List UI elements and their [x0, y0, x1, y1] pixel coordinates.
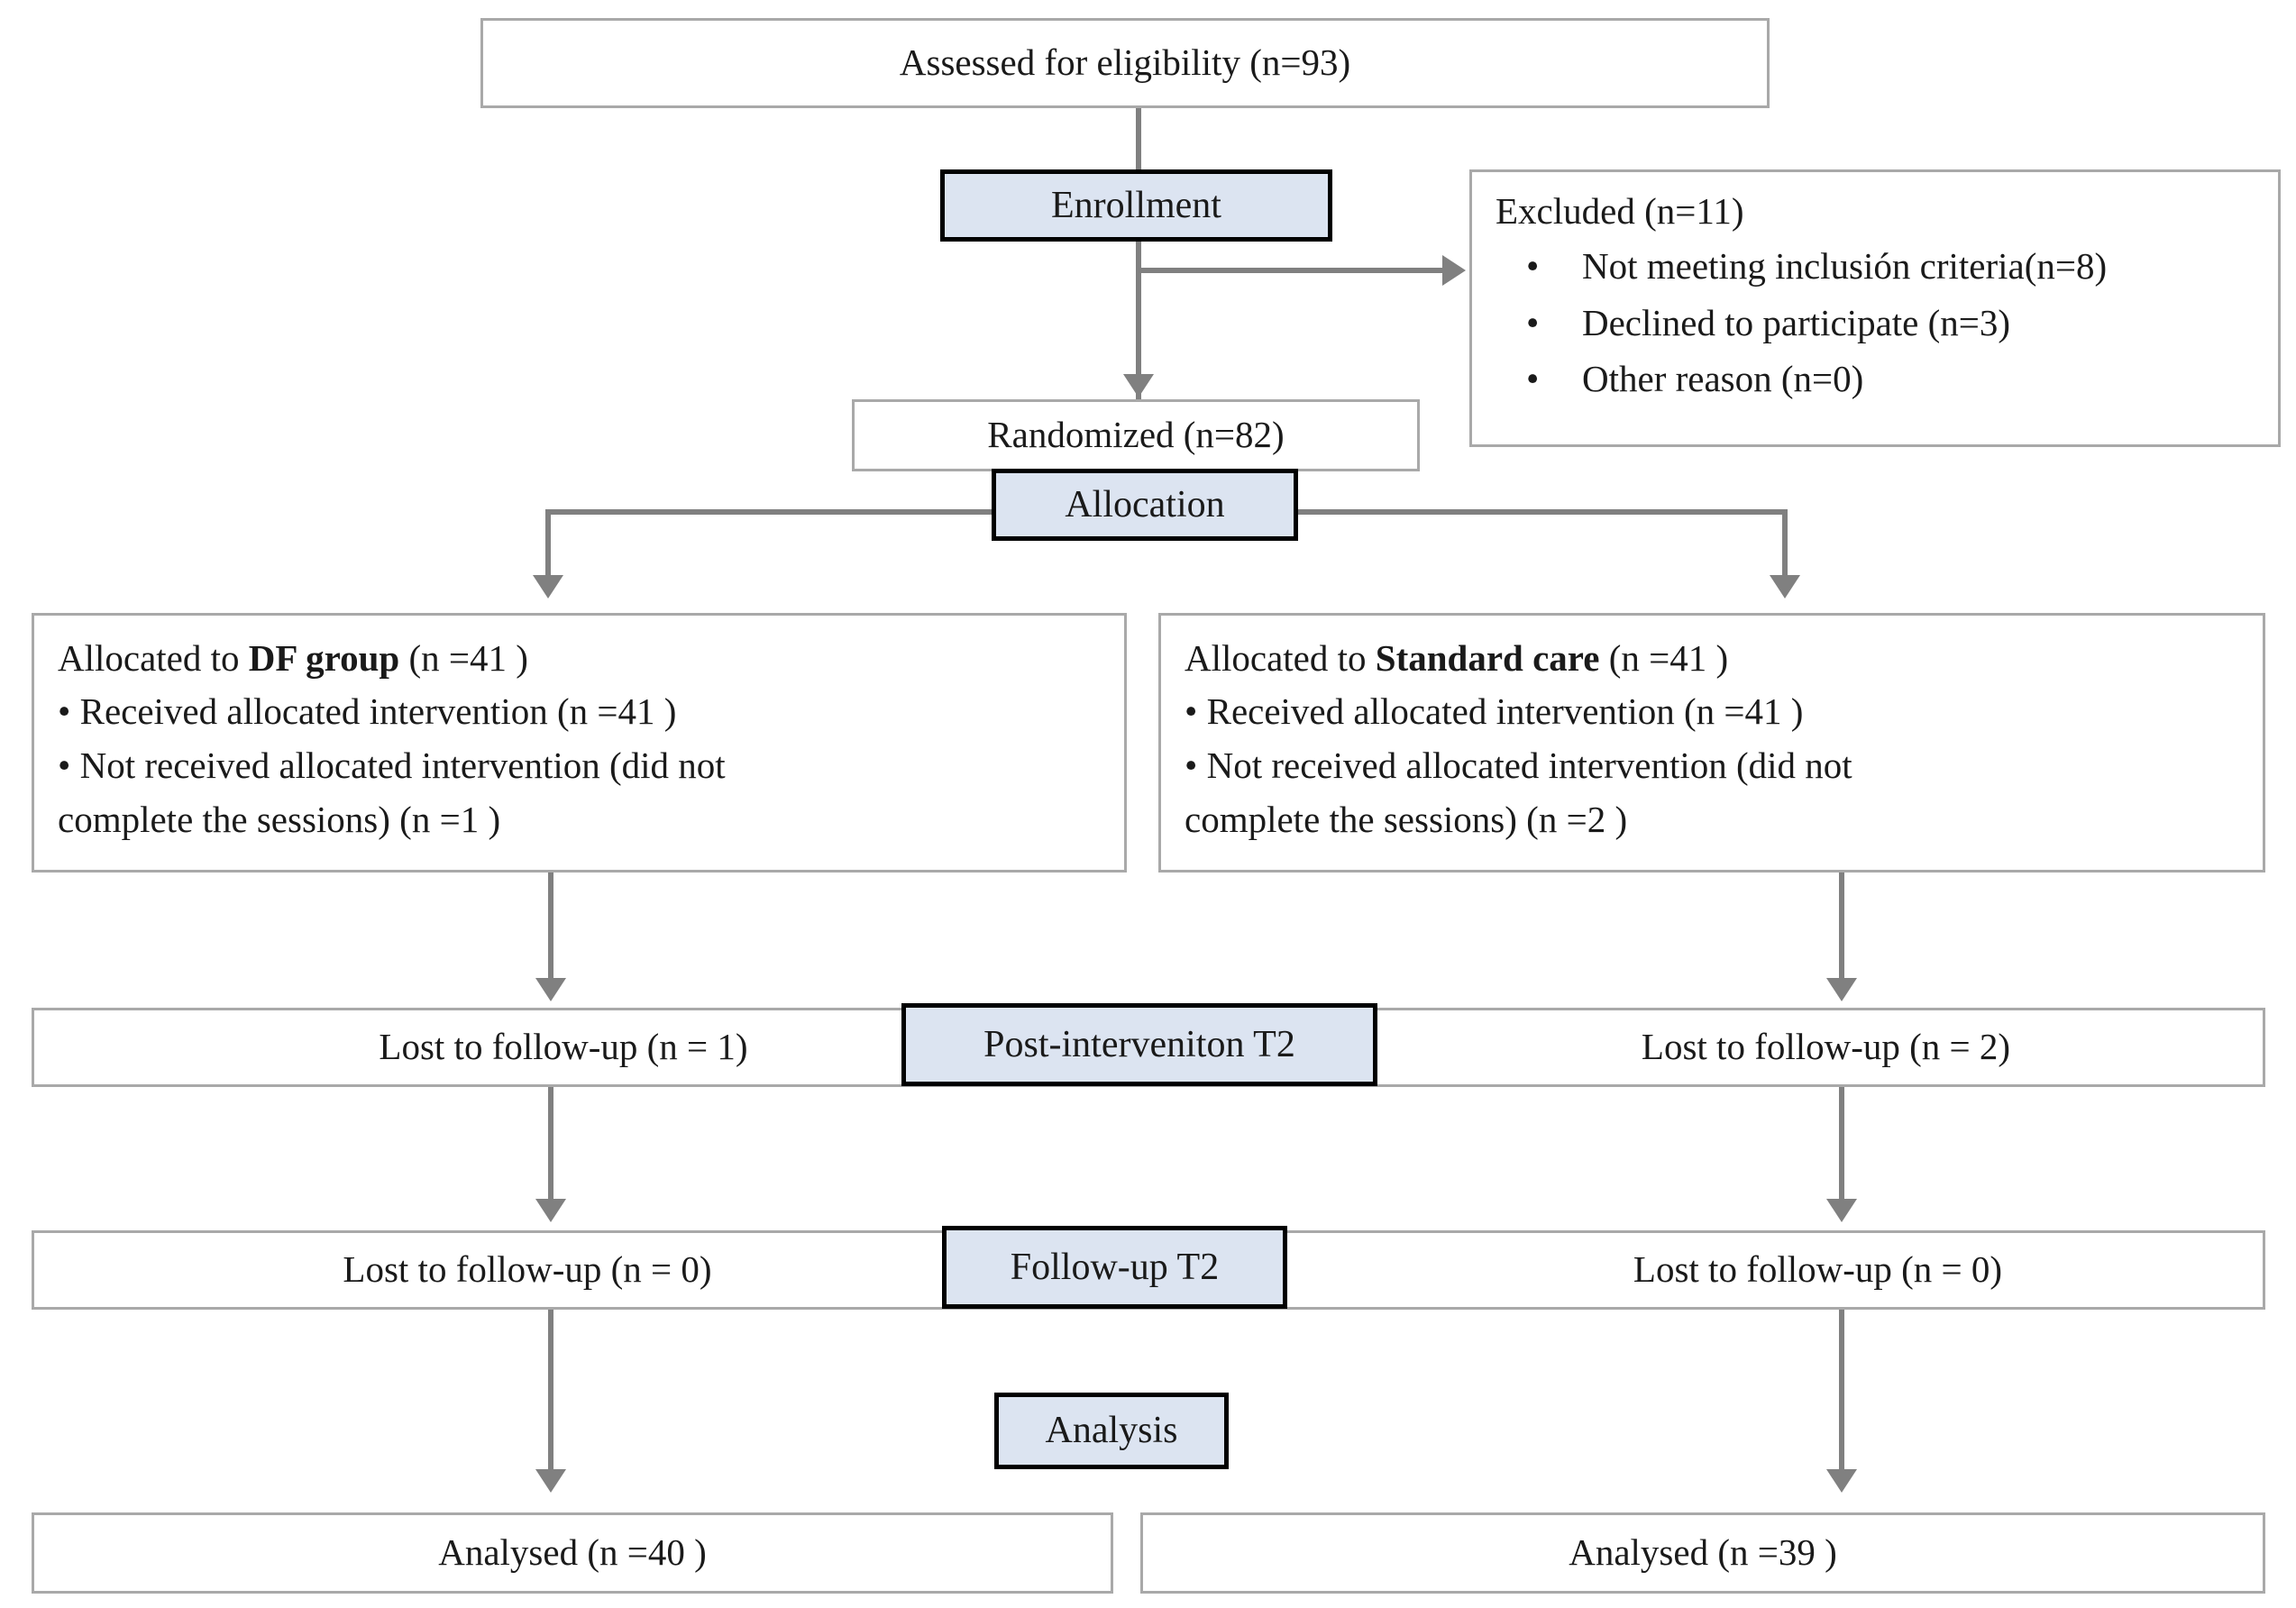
randomized-label: Randomized (n=82) — [987, 414, 1285, 456]
node-follow-lost-left: Lost to follow-up (n = 0) — [32, 1230, 1023, 1310]
alloc-right-lead: Allocated to Standard care (n =41 ) — [1185, 632, 2239, 685]
follow-right-label: Lost to follow-up (n = 0) — [1633, 1248, 2003, 1291]
stage-follow-up: Follow-up T2 — [942, 1226, 1287, 1309]
stage-analysis: Analysis — [994, 1393, 1229, 1469]
node-allocated-standard-care: Allocated to Standard care (n =41 ) • Re… — [1158, 613, 2265, 873]
arrowhead-to-randomized — [1123, 374, 1154, 397]
stage-allocation: Allocation — [992, 469, 1298, 541]
arrowhead-alloc-right — [1770, 575, 1800, 598]
arrowhead-alloc-left — [533, 575, 563, 598]
alloc-left-line-notreceived-1: • Not received allocated intervention (d… — [58, 745, 726, 787]
connector-allocleft-to-post — [548, 873, 553, 985]
post-right-label: Lost to follow-up (n = 2) — [1641, 1026, 2011, 1068]
connector-follow-to-analysed-left — [548, 1302, 553, 1478]
analysed-right-label: Analysed (n =39 ) — [1569, 1531, 1837, 1574]
list-item: Not meeting inclusión criteria(n=8) — [1496, 238, 2255, 295]
connector-assessed-to-enrollment — [1136, 108, 1141, 189]
alloc-left-lead-prefix: Allocated to — [58, 637, 249, 679]
arrowhead-post-to-follow-left — [535, 1199, 566, 1222]
post-left-label: Lost to follow-up (n = 1) — [379, 1026, 748, 1068]
arrowhead-post-to-follow-right — [1826, 1199, 1857, 1222]
node-analysed-left: Analysed (n =40 ) — [32, 1512, 1113, 1594]
stage-post-intervention-label: Post-interveniton T2 — [983, 1023, 1295, 1065]
stage-post-intervention: Post-interveniton T2 — [901, 1003, 1377, 1086]
alloc-left-lead: Allocated to DF group (n =41 ) — [58, 632, 1101, 685]
node-analysed-right: Analysed (n =39 ) — [1140, 1512, 2265, 1594]
stage-follow-up-label: Follow-up T2 — [1010, 1246, 1220, 1288]
alloc-left-lead-suffix: (n =41 ) — [399, 637, 528, 679]
arrowhead-follow-to-analysed-left — [535, 1469, 566, 1493]
alloc-left-line-notreceived-2: complete the sessions) (n =1 ) — [58, 799, 501, 841]
alloc-left-group-name: DF group — [248, 637, 400, 679]
arrowhead-allocright-to-post — [1826, 978, 1857, 1001]
connector-post-to-follow-right — [1839, 1086, 1844, 1212]
list-item: Other reason (n=0) — [1496, 351, 2255, 407]
arrowhead-to-excluded — [1442, 255, 1466, 286]
follow-left-label: Lost to follow-up (n = 0) — [343, 1248, 712, 1291]
assessed-label: Assessed for eligibility (n=93) — [899, 41, 1351, 84]
analysed-left-label: Analysed (n =40 ) — [438, 1531, 707, 1574]
arrowhead-allocleft-to-post — [535, 978, 566, 1001]
alloc-right-lead-prefix: Allocated to — [1185, 637, 1376, 679]
alloc-right-group-name: Standard care — [1375, 637, 1600, 679]
list-item: Declined to participate (n=3) — [1496, 295, 2255, 352]
connector-split-left-drop — [545, 509, 551, 581]
node-assessed-for-eligibility: Assessed for eligibility (n=93) — [480, 18, 1770, 108]
connector-enrollment-to-randomized — [1136, 242, 1141, 399]
stage-enrollment-label: Enrollment — [1051, 184, 1221, 226]
alloc-right-line-received: • Received allocated intervention (n =41… — [1185, 690, 1804, 733]
stage-analysis-label: Analysis — [1045, 1410, 1178, 1452]
alloc-right-line-notreceived-2: complete the sessions) (n =2 ) — [1185, 799, 1628, 841]
excluded-reason-list: Not meeting inclusión criteria(n=8) Decl… — [1496, 238, 2255, 407]
excluded-title: Excluded (n=11) — [1496, 190, 1744, 232]
stage-allocation-label: Allocation — [1065, 483, 1225, 525]
connector-split-right-drop — [1782, 509, 1788, 581]
alloc-left-line-received: • Received allocated intervention (n =41… — [58, 690, 677, 733]
stage-enrollment: Enrollment — [940, 169, 1332, 242]
connector-post-to-follow-left — [548, 1086, 553, 1212]
node-randomized: Randomized (n=82) — [852, 399, 1420, 471]
arrowhead-follow-to-analysed-right — [1826, 1469, 1857, 1493]
alloc-right-line-notreceived-1: • Not received allocated intervention (d… — [1185, 745, 1852, 787]
node-allocated-df-group: Allocated to DF group (n =41 ) • Receive… — [32, 613, 1127, 873]
connector-to-excluded — [1136, 268, 1447, 273]
alloc-right-lead-suffix: (n =41 ) — [1599, 637, 1729, 679]
connector-follow-to-analysed-right — [1839, 1302, 1844, 1478]
node-excluded: Excluded (n=11) Not meeting inclusión cr… — [1469, 169, 2281, 447]
connector-allocright-to-post — [1839, 873, 1844, 985]
